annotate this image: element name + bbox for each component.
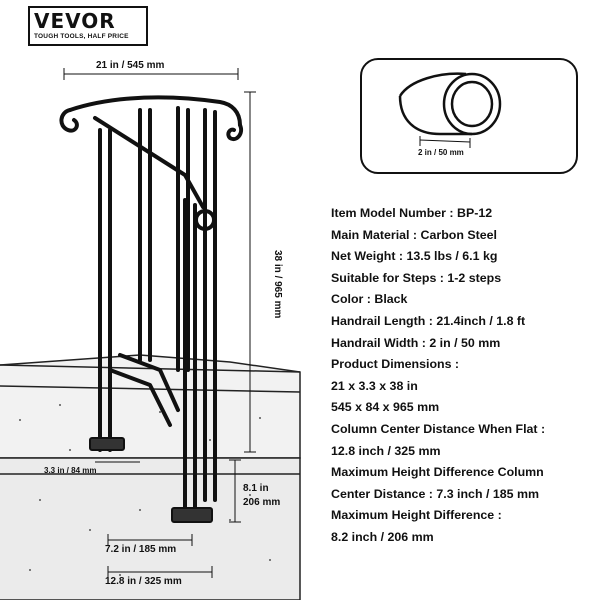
base-depth-label: 3.3 in / 84 mm <box>44 466 97 475</box>
spec-row: Maximum Height Difference : <box>331 505 593 527</box>
spec-label: Maximum Height Difference : <box>331 508 502 523</box>
concrete-texture <box>19 404 271 576</box>
spec-row: Main Material :Carbon Steel <box>331 225 593 247</box>
spec-value: 2 in / 50 mm <box>429 335 501 350</box>
spec-row: Product Dimensions : <box>331 354 593 376</box>
spec-row: 12.8 inch / 325 mm <box>331 441 593 463</box>
spec-label: Suitable for Steps : <box>331 270 444 285</box>
step-height-label: 8.1 in 206 mm <box>243 483 281 508</box>
brand-tagline: TOUGH TOOLS, HALF PRICE <box>34 33 129 40</box>
spec-row: Net Weight :13.5 lbs / 6.1 kg <box>331 246 593 268</box>
spec-label: Net Weight : <box>331 249 404 264</box>
brand-logo: VEVOR TOUGH TOOLS, HALF PRICE <box>28 6 148 46</box>
rail-detail-frame <box>360 58 578 174</box>
base-plates <box>89 437 213 523</box>
spec-value: 12.8 inch / 325 mm <box>331 443 441 458</box>
spec-value: 13.5 lbs / 6.1 kg <box>406 249 498 264</box>
spec-value: Black <box>374 292 408 307</box>
spec-value: 7.3 inch / 185 mm <box>436 486 539 501</box>
spec-row: 21 x 3.3 x 38 in <box>331 376 593 398</box>
spec-label: Product Dimensions : <box>331 357 460 372</box>
column-offset-label: 7.2 in / 185 mm <box>105 544 177 555</box>
spec-value: 21 x 3.3 x 38 in <box>331 378 418 393</box>
spec-row: Handrail Width :2 in / 50 mm <box>331 333 593 355</box>
dimension-lines <box>63 68 256 578</box>
spec-label: Handrail Width : <box>331 335 426 350</box>
spec-label: Center Distance : <box>331 486 433 501</box>
spec-row: Handrail Length :21.4inch / 1.8 ft <box>331 311 593 333</box>
rail-cross-section <box>398 72 502 148</box>
spec-label: Main Material : <box>331 227 418 242</box>
spec-row: Item Model Number :BP-12 <box>331 203 593 225</box>
column-distance-label: 12.8 in / 325 mm <box>105 576 182 587</box>
spec-row: 545 x 84 x 965 mm <box>331 397 593 419</box>
spec-row: Center Distance :7.3 inch / 185 mm <box>331 484 593 506</box>
top-width-label: 21 in / 545 mm <box>96 60 165 71</box>
handrail-frame <box>59 95 243 512</box>
spec-row: Maximum Height Difference Column <box>331 462 593 484</box>
spec-row: Column Center Distance When Flat : <box>331 419 593 441</box>
brand-name: VEVOR <box>34 9 116 33</box>
spec-row: Color :Black <box>331 289 593 311</box>
spec-value: 545 x 84 x 965 mm <box>331 400 440 415</box>
spec-label: Column Center Distance When Flat : <box>331 421 546 436</box>
spec-value: 21.4inch / 1.8 ft <box>436 313 526 328</box>
spec-value: Carbon Steel <box>420 227 497 242</box>
spec-label: Item Model Number : <box>331 206 454 220</box>
spec-value: BP-12 <box>457 206 493 220</box>
spec-label: Color : <box>331 292 371 307</box>
concrete-steps <box>0 354 301 600</box>
height-label: 38 in / 965 mm <box>272 250 283 319</box>
spec-row: Suitable for Steps :1-2 steps <box>331 268 593 290</box>
spec-row: 8.2 inch / 206 mm <box>331 527 593 549</box>
spec-label: Maximum Height Difference Column <box>331 465 544 480</box>
rail-width-label: 2 in / 50 mm <box>418 148 464 157</box>
spec-value: 8.2 inch / 206 mm <box>331 529 434 544</box>
spec-label: Handrail Length : <box>331 313 433 328</box>
spec-value: 1-2 steps <box>447 270 502 285</box>
